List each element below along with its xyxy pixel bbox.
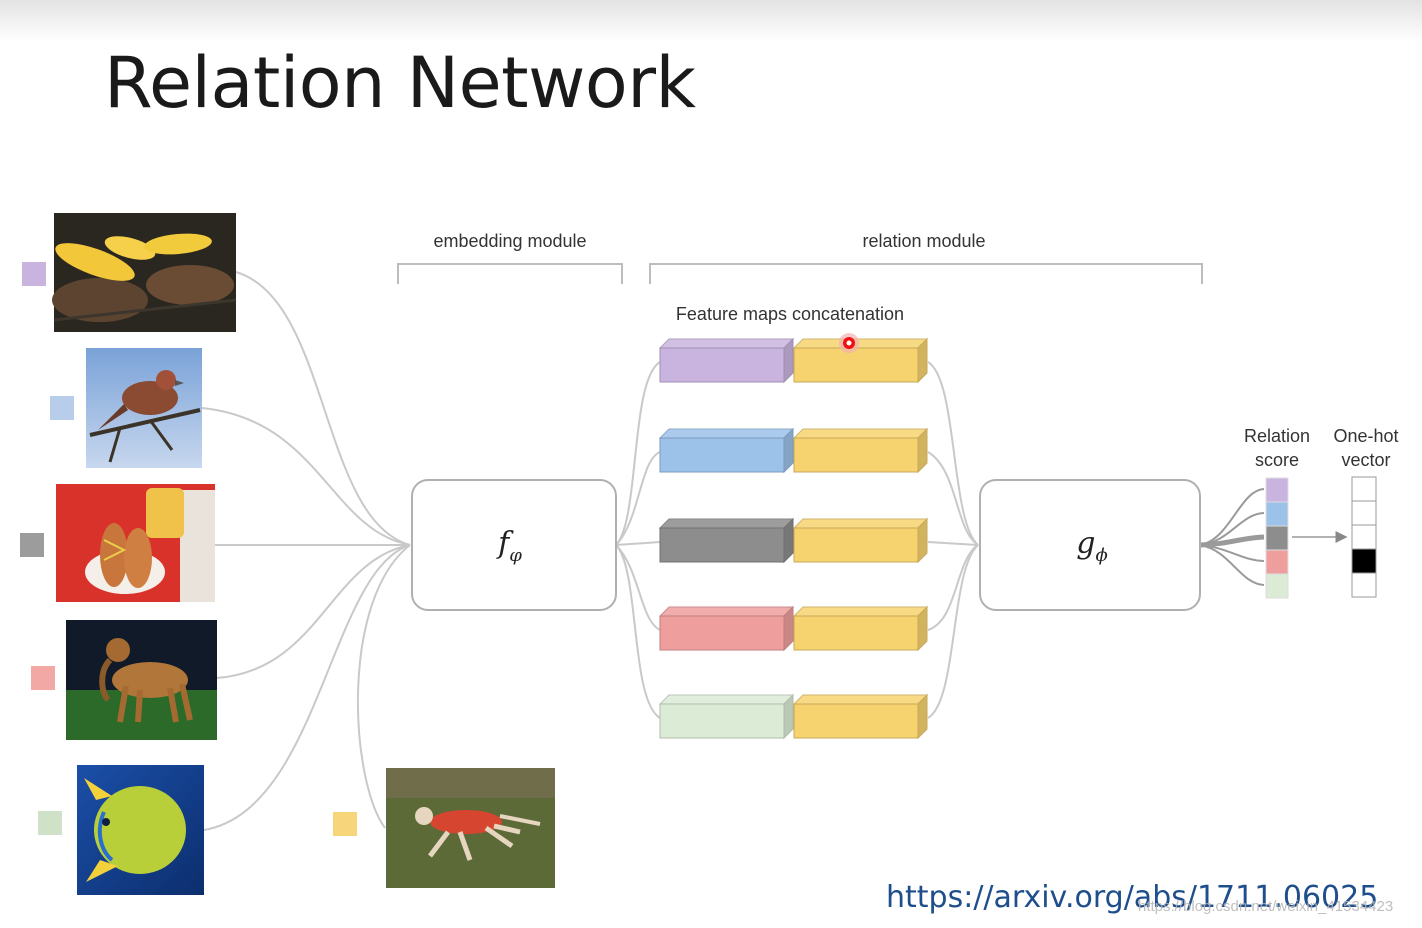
support-image-dog <box>66 620 217 740</box>
slide-top-band <box>0 0 1422 42</box>
onehot-label-line1: One-hot <box>1333 426 1398 446</box>
relation-module-label: relation module <box>862 231 985 251</box>
relation-score-column <box>1265 477 1289 599</box>
g-symbol: g <box>1076 526 1095 561</box>
support-feature-block-4 <box>658 605 795 652</box>
support-connections <box>201 271 411 831</box>
relation-module-bracket <box>649 263 1203 284</box>
support-feature-block-2 <box>658 427 795 474</box>
onehot-label-line2: vector <box>1341 450 1390 470</box>
support-image-hotdog <box>56 484 215 602</box>
class-square-4 <box>31 666 55 690</box>
support-image-fish <box>77 765 204 895</box>
f-to-features-connections <box>615 361 661 719</box>
support-feature-block-5 <box>658 693 795 740</box>
class-square-5 <box>38 811 62 835</box>
query-class-square <box>333 812 357 836</box>
onehot-cell-1 <box>1351 476 1377 502</box>
relation-score-cell-4 <box>1265 549 1289 575</box>
f-subscript: φ <box>509 545 522 566</box>
class-square-3 <box>20 533 44 557</box>
support-image-bird <box>86 348 202 468</box>
watermark-text: https://blog.csdn.net/weixin_41534423 <box>1138 898 1394 915</box>
svg-text:gϕ: gϕ <box>1076 526 1108 566</box>
support-feature-block-1 <box>658 337 795 384</box>
laser-pointer-dot <box>839 333 859 353</box>
onehot-vector <box>1351 476 1377 598</box>
relation-score-cell-5 <box>1265 573 1289 599</box>
slide-title: Relation Network <box>104 42 696 124</box>
embedding-module-bracket <box>397 263 623 284</box>
onehot-cell-2 <box>1351 500 1377 526</box>
support-feature-block-3 <box>658 517 795 564</box>
query-feature-block-2 <box>792 427 929 474</box>
query-feature-block-3 <box>792 517 929 564</box>
features-to-g-connections <box>927 361 979 719</box>
query-image-running-dog <box>386 768 555 888</box>
g-relation-box: gϕ <box>979 479 1201 611</box>
onehot-cell-4 <box>1351 548 1377 574</box>
query-feature-block-1 <box>792 337 929 384</box>
g-subscript: ϕ <box>1095 545 1107 566</box>
concat-label: Feature maps concatenation <box>676 304 904 324</box>
onehot-cell-5 <box>1351 572 1377 598</box>
relation-score-cell-2 <box>1265 501 1289 527</box>
query-feature-block-4 <box>792 605 929 652</box>
relation-score-cell-1 <box>1265 477 1289 503</box>
relation-score-label-line1: Relation <box>1244 426 1310 446</box>
relation-score-cell-3 <box>1265 525 1289 551</box>
f-embedding-box: fφ <box>411 479 617 611</box>
class-square-2 <box>50 396 74 420</box>
paper-url-link[interactable]: https://arxiv.org/abs/1711.06025 <box>886 880 1379 915</box>
feature-maps <box>658 337 929 740</box>
g-to-score-connections <box>1199 488 1265 586</box>
class-square-1 <box>22 262 46 286</box>
support-image-corn <box>52 213 237 332</box>
embedding-module-label: embedding module <box>433 231 586 251</box>
query-feature-block-5 <box>792 693 929 740</box>
onehot-cell-3 <box>1351 524 1377 550</box>
relation-score-label-line2: score <box>1255 450 1299 470</box>
